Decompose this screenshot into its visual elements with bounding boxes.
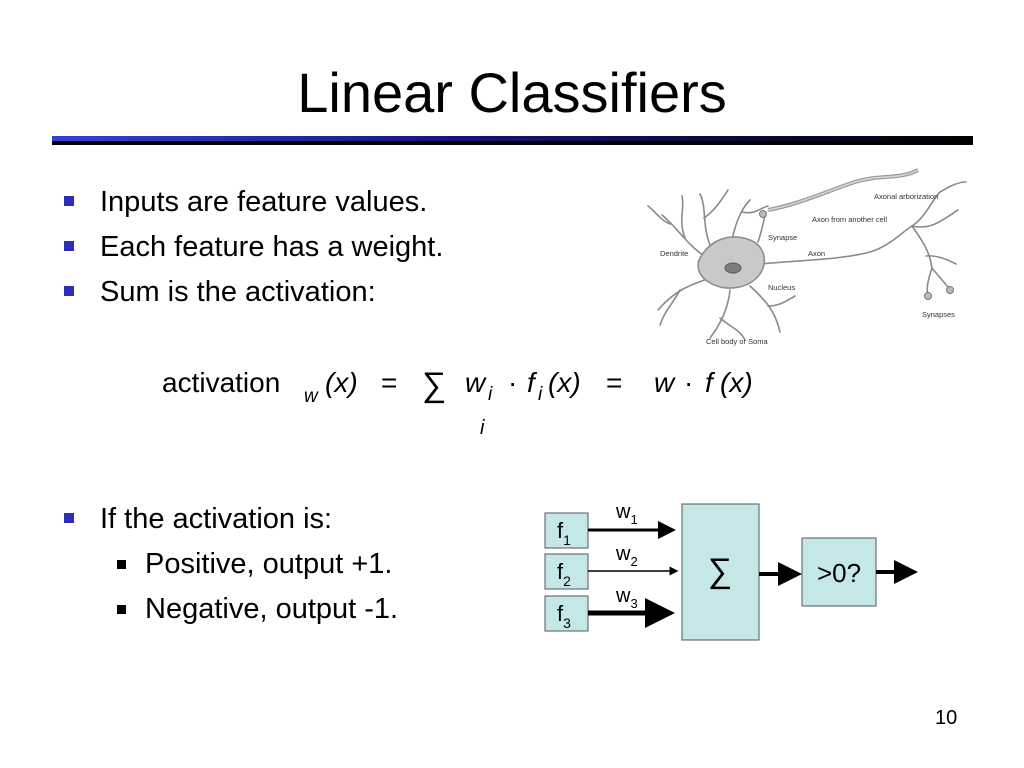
weight-label-w1: w1 <box>615 501 638 527</box>
neuron-label-cell-body: Cell body or Soma <box>706 337 769 346</box>
input-label-f2: f2 <box>557 559 571 589</box>
neuron-label-synapse: Synapse <box>768 233 797 242</box>
formula-arg: (x) <box>325 367 358 398</box>
formula-sum-index: i <box>480 417 485 438</box>
page-number: 10 <box>935 707 958 729</box>
bullet-item: Inputs are feature values. <box>52 180 443 225</box>
neuron-label-nucleus: Nucleus <box>768 283 795 292</box>
input-box-f2 <box>544 553 589 590</box>
bullet-list-top: Inputs are feature values. Each feature … <box>52 180 443 315</box>
input-box-f1 <box>544 512 589 549</box>
title-rule-black <box>52 141 973 145</box>
threshold-label: >0? <box>817 558 861 588</box>
input-label-f3: f3 <box>557 601 571 631</box>
summation-symbol: ∑ <box>708 552 732 590</box>
formula-f-arg: (x) <box>720 367 753 398</box>
sub-bullet-item: Positive, output +1. <box>52 542 398 587</box>
neuron-label-axon-from-another-cell: Axon from another cell <box>812 215 887 224</box>
bullet-item: Sum is the activation: <box>52 270 443 315</box>
neuron-label-synapses: Synapses <box>922 310 955 319</box>
formula-func-sub: w <box>304 386 319 407</box>
formula-w: w <box>654 367 676 398</box>
neuron-label-axonal-arborization: Axonal arborization <box>874 192 938 201</box>
input-label-f1: f1 <box>557 518 571 548</box>
formula-weight: w <box>465 367 487 398</box>
bullet-list-bottom: If the activation is: Positive, output +… <box>52 497 398 632</box>
bullet-item: Each feature has a weight. <box>52 225 443 270</box>
formula-feat-sub: i <box>538 384 543 405</box>
formula-weight-sub: i <box>488 384 493 405</box>
formula-feat: f <box>527 367 538 398</box>
bullet-item: If the activation is: <box>52 497 398 542</box>
formula-sum: ∑ <box>422 366 446 404</box>
threshold-box <box>801 537 877 607</box>
sub-bullet-item: Negative, output -1. <box>52 587 398 632</box>
formula-func: activation <box>162 367 280 398</box>
formula-eq1: = <box>381 367 397 398</box>
weight-label-w3: w3 <box>615 585 638 611</box>
formula-eq2: = <box>606 367 622 398</box>
perceptron-diagram: f1 f2 f3 w1 w2 w3 ∑ >0? <box>544 501 918 641</box>
formula-dot1: · <box>508 367 517 398</box>
activation-formula: activation w (x) = ∑ i w i · f i (x) = w… <box>162 366 753 438</box>
formula-dot2: · <box>684 367 693 398</box>
slide-title: Linear Classifiers <box>297 61 727 124</box>
formula-feat-arg: (x) <box>548 367 581 398</box>
neuron-label-axon: Axon <box>808 249 825 258</box>
neuron-illustration: Axonal arborization Axon from another ce… <box>647 168 967 346</box>
neuron-label-dendrite: Dendrite <box>660 249 688 258</box>
formula-f: f <box>705 367 716 398</box>
weight-label-w2: w2 <box>615 543 638 569</box>
title-rule-blue <box>52 136 973 141</box>
